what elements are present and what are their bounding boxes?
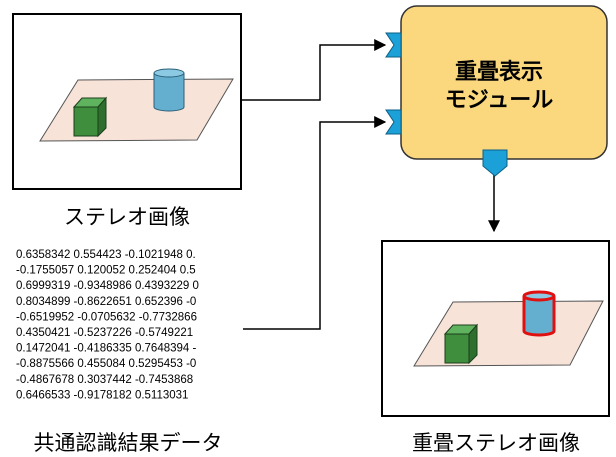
output-image-panel bbox=[381, 240, 610, 417]
recognition-data-line: 0.1472041 -0.4186335 0.7648394 - bbox=[16, 343, 196, 355]
connector-stereo-to-module bbox=[241, 39, 387, 101]
overlay-display-module: 重畳表示 モジュール bbox=[400, 5, 608, 160]
recognition-data-line: -0.6519952 -0.0705632 -0.7732866 bbox=[16, 311, 197, 323]
recognition-data-lines: 0.6358342 0.554423 -0.1021948 0. -0.17550… bbox=[16, 249, 199, 401]
recognition-data-line: -0.8875566 0.455084 0.5295453 -0 bbox=[16, 358, 196, 370]
output-green-cube bbox=[443, 323, 479, 365]
blue-cylinder bbox=[153, 68, 185, 112]
recognition-data-panel: 0.6358342 0.554423 -0.1021948 0. -0.17550… bbox=[13, 242, 243, 413]
connector-data-to-module bbox=[243, 116, 387, 330]
recognition-data-line: 0.6999319 -0.9348986 0.4393229 0 bbox=[16, 280, 199, 292]
stereo-image-panel bbox=[12, 13, 242, 190]
input-port-1 bbox=[385, 32, 402, 58]
recognition-data-line: -0.4867678 0.3037442 -0.7453868 bbox=[16, 374, 193, 386]
recognition-data-line: 0.6466533 -0.9178182 0.5113031 bbox=[16, 389, 188, 401]
recognition-data-line: 0.6358342 0.554423 -0.1021948 0. bbox=[16, 249, 196, 261]
output-port bbox=[482, 149, 508, 177]
input-port-2 bbox=[385, 109, 402, 135]
highlighted-cylinder bbox=[522, 290, 556, 337]
recognition-data-caption: 共通認識結果データ bbox=[34, 431, 223, 455]
recognition-data-line: 0.8034899 -0.8622651 0.652396 -0 bbox=[16, 296, 196, 308]
stereo-image-caption: ステレオ画像 bbox=[64, 205, 190, 229]
recognition-data-line: 0.4350421 -0.5237226 -0.5749221 bbox=[16, 327, 193, 339]
module-title-line1: 重畳表示 bbox=[455, 60, 543, 85]
green-cube bbox=[72, 96, 108, 138]
output-image-caption: 重畳ステレオ画像 bbox=[412, 431, 580, 455]
module-title-line2: モジュール bbox=[445, 88, 553, 113]
recognition-data-line: -0.1755057 0.120052 0.252404 0.5 bbox=[16, 265, 196, 277]
